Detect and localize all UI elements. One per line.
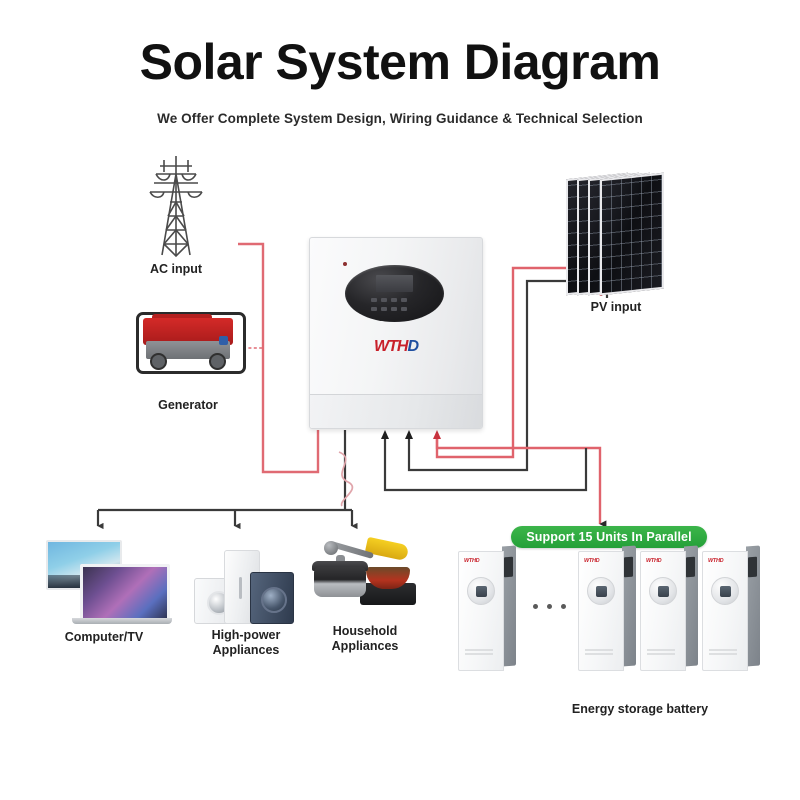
battery-ellipsis: [533, 604, 566, 609]
battery-module-icon: WTHD: [578, 545, 636, 671]
inverter-display-panel: [345, 265, 444, 322]
battery-module-icon: WTHD: [640, 545, 698, 671]
inverter-lcd-screen: [376, 275, 413, 292]
inverter-brand-logo: WTHD: [310, 338, 482, 356]
arrow-up-pv-black: [405, 430, 413, 439]
generator-label: Generator: [158, 398, 218, 412]
arrow-up-batt: [381, 430, 389, 439]
battery-module-icon: WTHD: [702, 545, 760, 671]
high-power-appliances-icon: [188, 548, 304, 628]
ac-input-label: AC input: [149, 262, 203, 276]
page-subtitle: We Offer Complete System Design, Wiring …: [157, 111, 643, 126]
load-label-high-power: High-power Appliances: [186, 628, 306, 658]
transmission-tower-icon: [140, 152, 212, 260]
battery-module-icon: WTHD: [458, 545, 516, 671]
computer-tv-icon: [34, 540, 174, 632]
generator-icon: [136, 308, 246, 374]
wire-ac-input: [238, 242, 320, 474]
load-label-high-power-line1: High-power: [211, 628, 281, 642]
inverter-led-indicator: [343, 262, 347, 266]
energy-storage-battery-label: Energy storage battery: [571, 702, 709, 716]
load-label-high-power-line2: Appliances: [212, 643, 280, 657]
wire-battery-negative: [383, 437, 588, 492]
page-title: Solar System Diagram: [139, 34, 661, 90]
household-appliances-icon: [308, 535, 428, 621]
inverter-button-row-bottom: [371, 307, 407, 311]
load-label-household-line1: Household: [332, 624, 398, 638]
inverter-logo-accent: D: [407, 338, 419, 355]
solar-panel-icon: [566, 172, 670, 296]
load-label-household-line2: Appliances: [331, 639, 399, 653]
load-label-computer-tv: Computer/TV: [64, 630, 144, 644]
pv-input-label: PV input: [590, 300, 642, 314]
arrow-up-pv-red: [433, 430, 441, 439]
hybrid-inverter-icon: WTHD: [309, 237, 483, 429]
load-label-household: Household Appliances: [305, 624, 425, 654]
wire-battery-positive: [435, 437, 607, 528]
inverter-logo-text: WTH: [374, 338, 408, 355]
inverter-terminal-cover: [310, 394, 482, 428]
status-badge: Support 15 Units In Parallel: [511, 526, 707, 548]
inverter-button-row-top: [371, 298, 407, 302]
wire-crossover-symbol: [338, 451, 354, 507]
